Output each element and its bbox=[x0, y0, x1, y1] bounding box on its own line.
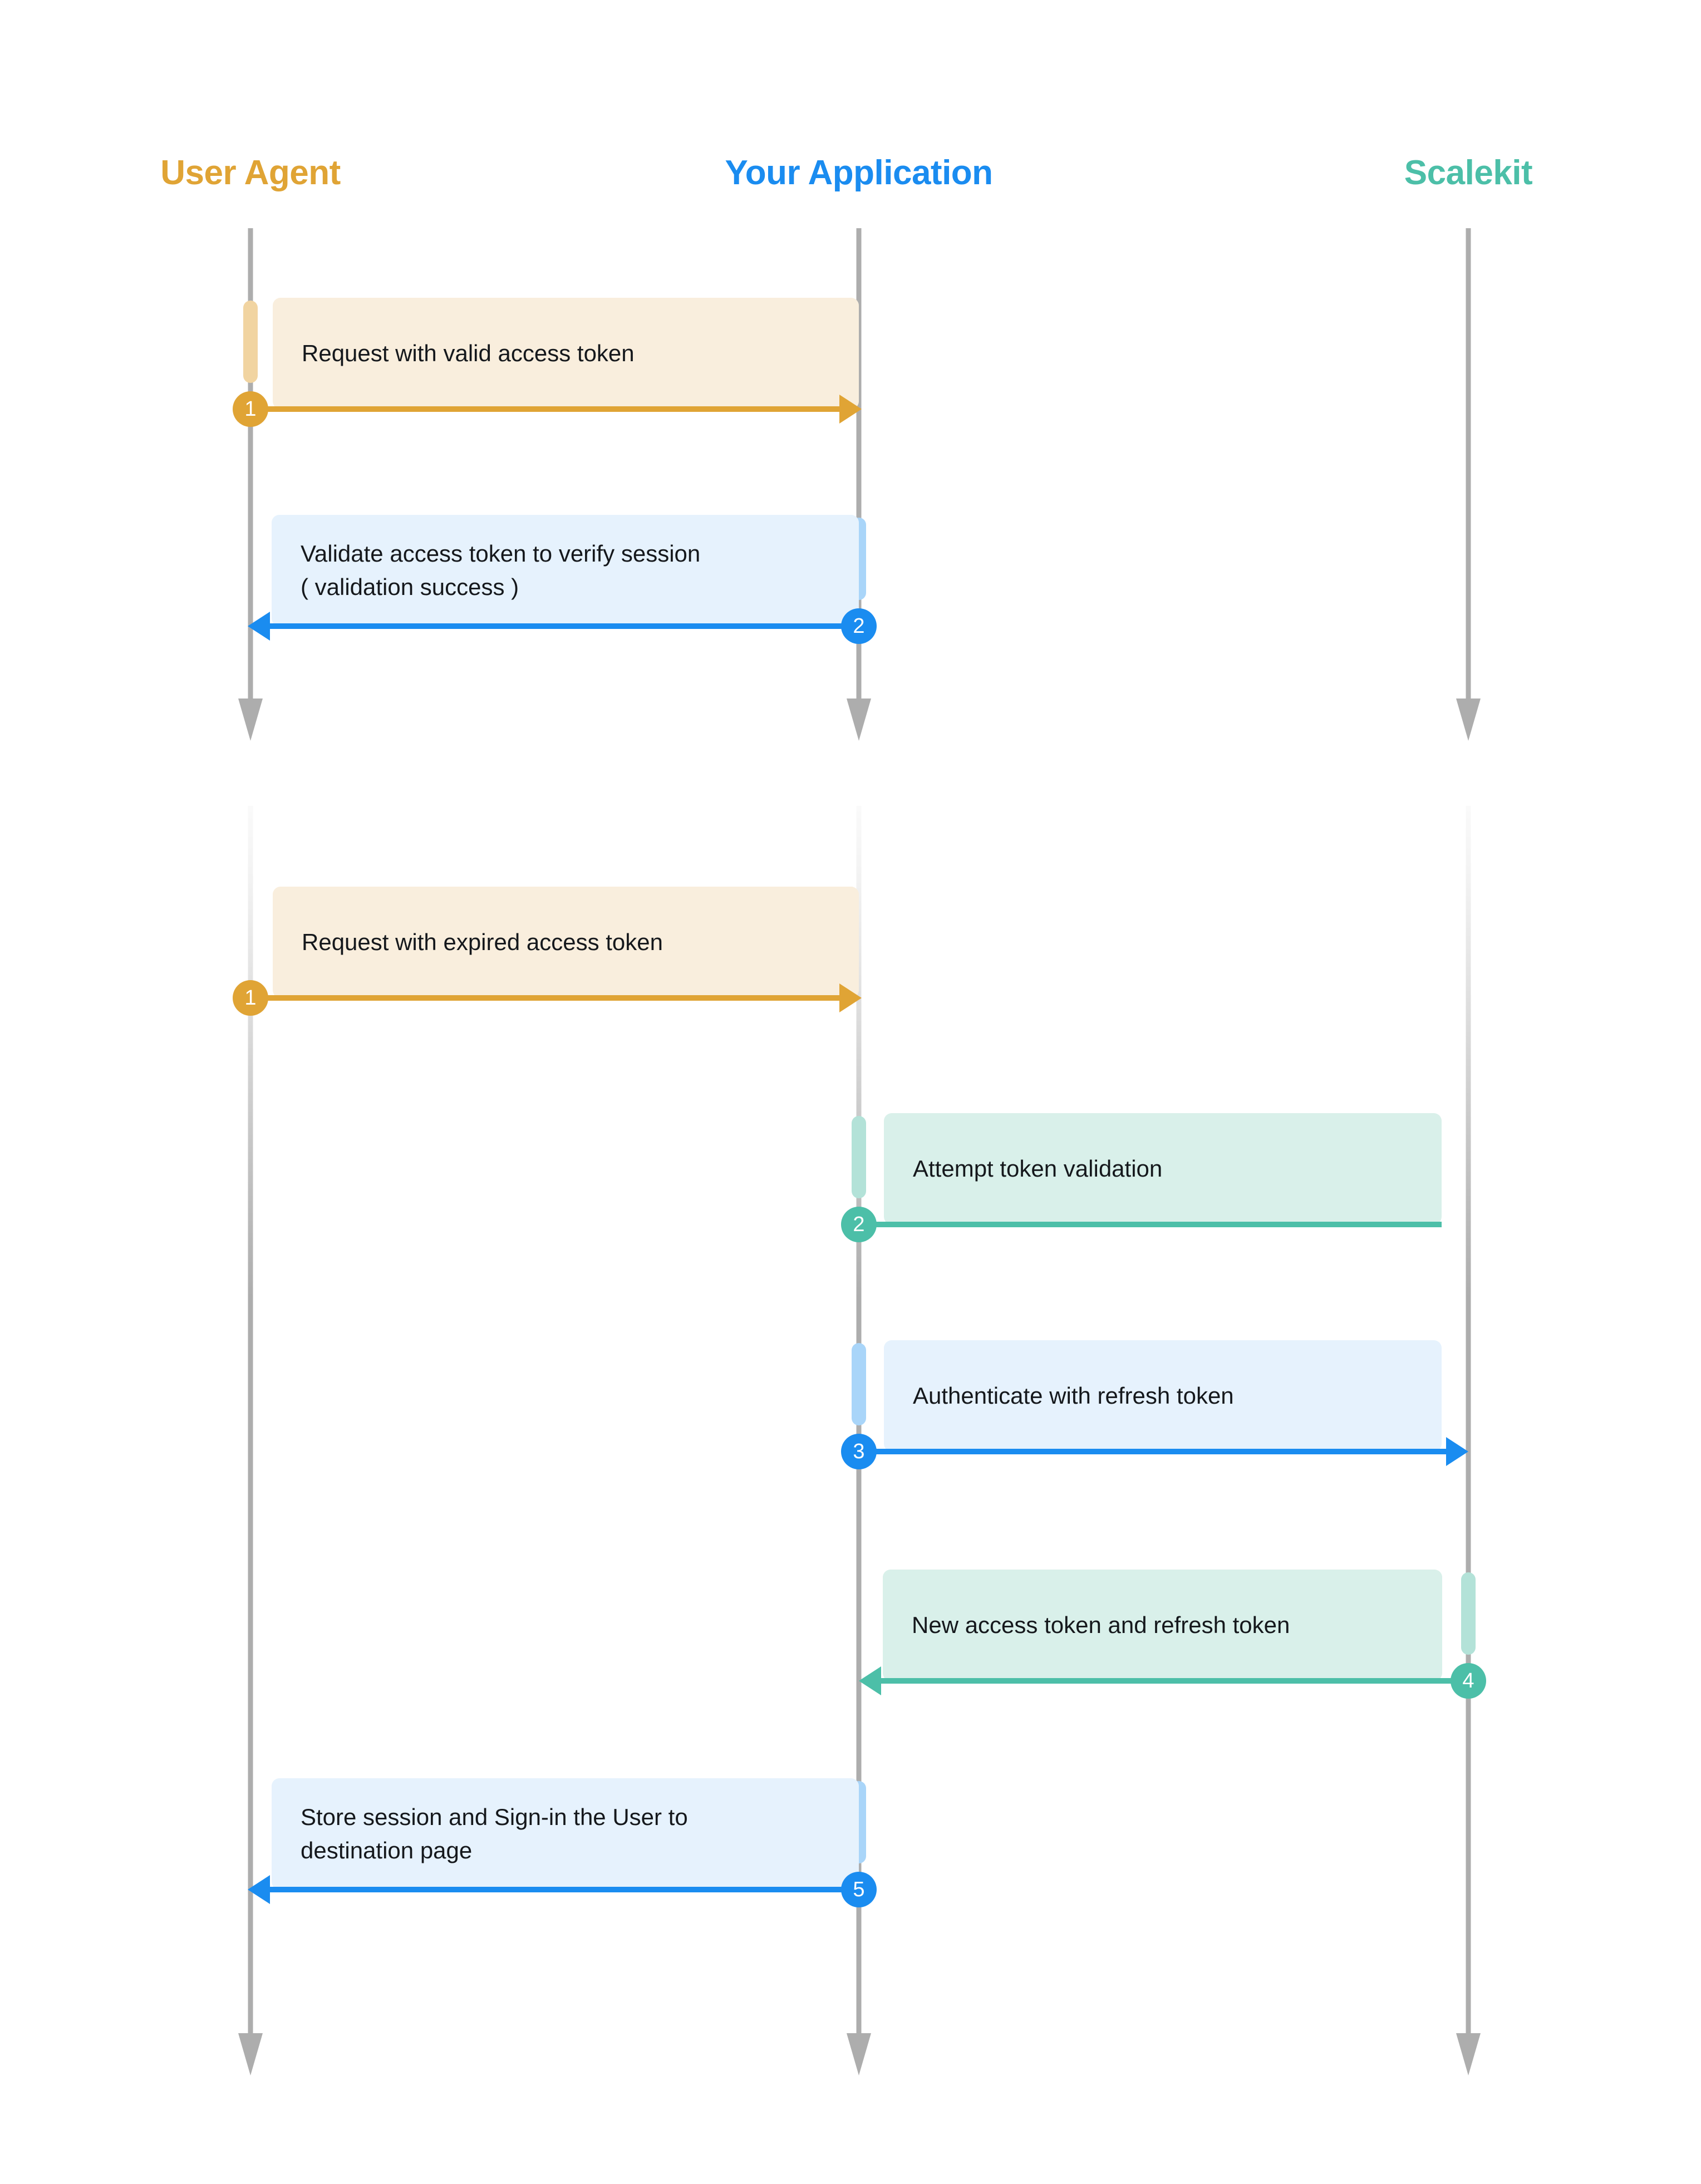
activation-bar-application-s2m2 bbox=[852, 1116, 866, 1198]
actor-header-your-application: Your Application bbox=[725, 154, 993, 192]
message-arrow-line-s1m1 bbox=[250, 406, 839, 412]
message-arrow-line-s2m3 bbox=[859, 1449, 1446, 1454]
step-badge-s1m1: 1 bbox=[233, 391, 268, 427]
step-badge-s1m2: 2 bbox=[841, 608, 877, 644]
actor-header-user-agent: User Agent bbox=[160, 154, 341, 192]
activation-bar-scalekit-s2m4 bbox=[1461, 1572, 1476, 1655]
message-text-s2m5-line2: destination page bbox=[301, 1837, 473, 1863]
message-box-s2m2: Attempt token validation bbox=[884, 1113, 1442, 1224]
message-text-s2m5-line1: Store session and Sign-in the User to bbox=[301, 1804, 688, 1831]
lifeline-user-agent-section1 bbox=[248, 228, 253, 699]
lifeline-arrowhead-scalekit-section2 bbox=[1456, 2033, 1481, 2075]
activation-bar-user-agent-s1m1 bbox=[243, 301, 258, 383]
message-box-s2m3: Authenticate with refresh token bbox=[884, 1340, 1442, 1452]
lifeline-application-section1 bbox=[856, 228, 862, 699]
message-text-s1m1-line1: Request with valid access token bbox=[302, 340, 635, 367]
lifeline-arrowhead-user-agent-section1 bbox=[238, 699, 263, 741]
message-text-s1m2-line1: Validate access token to verify session bbox=[301, 540, 701, 567]
lifeline-arrowhead-application-section2 bbox=[847, 2033, 871, 2075]
message-box-s2m4: New access token and refresh token bbox=[883, 1570, 1442, 1681]
message-arrowhead-s1m2 bbox=[248, 612, 270, 641]
message-box-s1m2: Validate access token to verify session … bbox=[272, 515, 859, 626]
message-arrowhead-s2m1 bbox=[839, 983, 862, 1012]
message-arrow-line-s2m1 bbox=[250, 995, 839, 1001]
message-box-s2m5: Store session and Sign-in the User to de… bbox=[272, 1778, 859, 1890]
lifeline-arrowhead-application-section1 bbox=[847, 699, 871, 741]
message-arrow-line-s2m5 bbox=[270, 1887, 859, 1892]
message-arrowhead-s2m3 bbox=[1446, 1437, 1468, 1466]
lifeline-scalekit-section2 bbox=[1466, 806, 1471, 2033]
message-text-s2m1-line1: Request with expired access token bbox=[302, 929, 663, 956]
lifeline-arrowhead-user-agent-section2 bbox=[238, 2033, 263, 2075]
message-box-s2m1: Request with expired access token bbox=[273, 887, 859, 998]
lifeline-user-agent-section2 bbox=[248, 806, 253, 2033]
lifeline-scalekit-section1 bbox=[1466, 228, 1471, 699]
step-badge-s2m1: 1 bbox=[233, 980, 268, 1016]
message-arrowhead-s1m1 bbox=[839, 395, 862, 424]
message-text-s2m2-line1: Attempt token validation bbox=[913, 1155, 1163, 1182]
message-arrowhead-s2m5 bbox=[248, 1875, 270, 1904]
message-arrow-line-s2m2 bbox=[859, 1222, 1442, 1227]
lifeline-arrowhead-scalekit-section1 bbox=[1456, 699, 1481, 741]
step-badge-s2m4: 4 bbox=[1451, 1663, 1486, 1699]
message-text-s2m4-line1: New access token and refresh token bbox=[912, 1612, 1290, 1639]
message-arrow-line-s2m4 bbox=[881, 1678, 1468, 1684]
message-box-s1m1: Request with valid access token bbox=[273, 298, 859, 409]
message-text-s2m3-line1: Authenticate with refresh token bbox=[913, 1383, 1234, 1409]
message-text-s1m2-line2: ( validation success ) bbox=[301, 574, 519, 600]
message-arrow-line-s1m2 bbox=[270, 623, 859, 629]
step-badge-s2m5: 5 bbox=[841, 1872, 877, 1907]
step-badge-s2m2: 2 bbox=[841, 1207, 877, 1242]
message-arrowhead-s2m4 bbox=[859, 1666, 881, 1695]
activation-bar-application-s2m3 bbox=[852, 1343, 866, 1425]
step-badge-s2m3: 3 bbox=[841, 1434, 877, 1469]
actor-header-scalekit: Scalekit bbox=[1404, 154, 1533, 192]
